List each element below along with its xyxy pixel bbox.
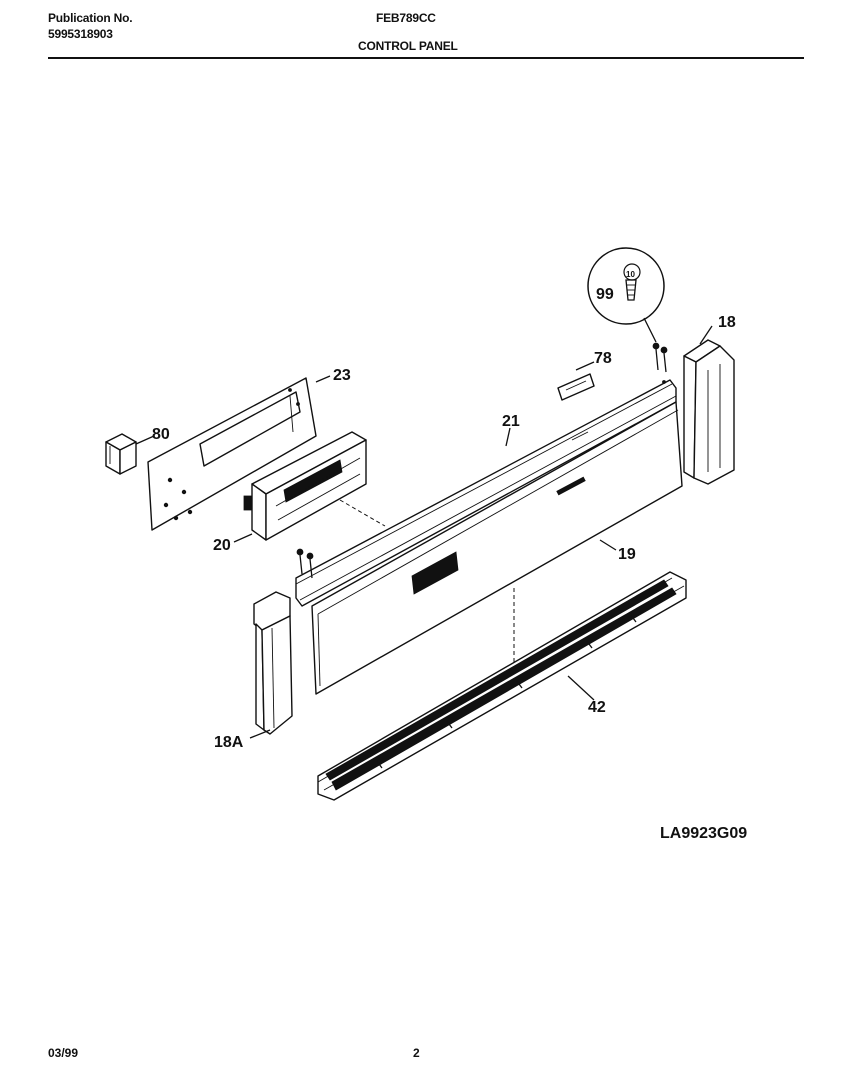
label-78: 78 <box>594 350 612 367</box>
section-title: CONTROL PANEL <box>358 39 458 53</box>
drawing-code: LA9923G09 <box>660 825 747 842</box>
screws <box>296 342 668 579</box>
label-19: 19 <box>618 546 636 563</box>
part-80-block <box>105 433 137 475</box>
label-20: 20 <box>213 537 231 554</box>
part-18-right-end-cap <box>683 339 735 485</box>
label-23: 23 <box>333 367 351 384</box>
part-18a-left-end-cap <box>253 591 293 735</box>
publication-label: Publication No. <box>48 11 133 25</box>
footer-date: 03/99 <box>48 1046 79 1060</box>
part-20-clock-control <box>243 431 367 541</box>
part-42-vent-grille <box>317 571 687 801</box>
label-80: 80 <box>152 426 170 443</box>
label-99: 99 <box>596 286 614 303</box>
label-21: 21 <box>502 413 520 430</box>
model-number: FEB789CC <box>376 11 436 25</box>
page-number: 2 <box>413 1046 420 1060</box>
svg-text:10: 10 <box>626 270 635 279</box>
part-23-board <box>147 377 317 531</box>
part-19-overlay <box>311 401 683 695</box>
label-42: 42 <box>588 699 606 716</box>
publication-number: 5995318903 <box>48 27 113 41</box>
label-18: 18 <box>718 314 736 331</box>
label-18a: 18A <box>214 734 244 751</box>
header-divider <box>48 57 804 59</box>
part-99-screw-callout: 10 <box>587 247 665 343</box>
part-78-badge <box>557 373 595 441</box>
part-21-control-panel <box>295 379 677 607</box>
